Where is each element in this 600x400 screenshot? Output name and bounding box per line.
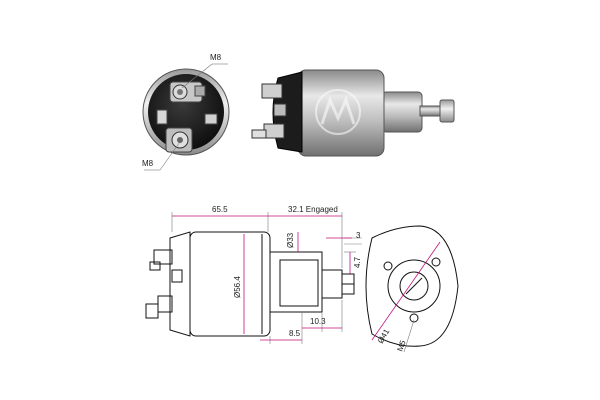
dim-plunger-diameter: Ø33 (286, 232, 295, 248)
dim-body-length: 65.5 (212, 205, 228, 214)
dim-mount-thread: M5 (395, 339, 407, 353)
top-terminal-stud (169, 81, 206, 103)
dim-slot-width: 3 (356, 231, 361, 240)
side-view-photo (251, 69, 455, 157)
callout-top-terminal: M8 (181, 53, 228, 89)
callout-bottom-terminal: M8 (142, 141, 181, 171)
brand-logo (315, 89, 361, 135)
side-elevation-drawing: 65.5 32.1 Engaged Ø33 Ø56.4 3 4.7 8.5 10… (145, 205, 362, 344)
dim-slot-depth: 4.7 (353, 256, 362, 268)
flange-end-view: Ø41 M5 (365, 225, 459, 353)
bottom-terminal-stud (165, 127, 193, 153)
callout-bottom-label: M8 (142, 159, 154, 168)
dim-plunger-step: 10.3 (310, 317, 326, 326)
end-view-photo (142, 68, 230, 156)
dim-engaged-stroke: 32.1 Engaged (288, 205, 338, 214)
dim-flange-offset: 8.5 (289, 329, 301, 338)
dim-body-diameter: Ø56.4 (233, 276, 242, 298)
callout-top-label: M8 (210, 53, 222, 62)
